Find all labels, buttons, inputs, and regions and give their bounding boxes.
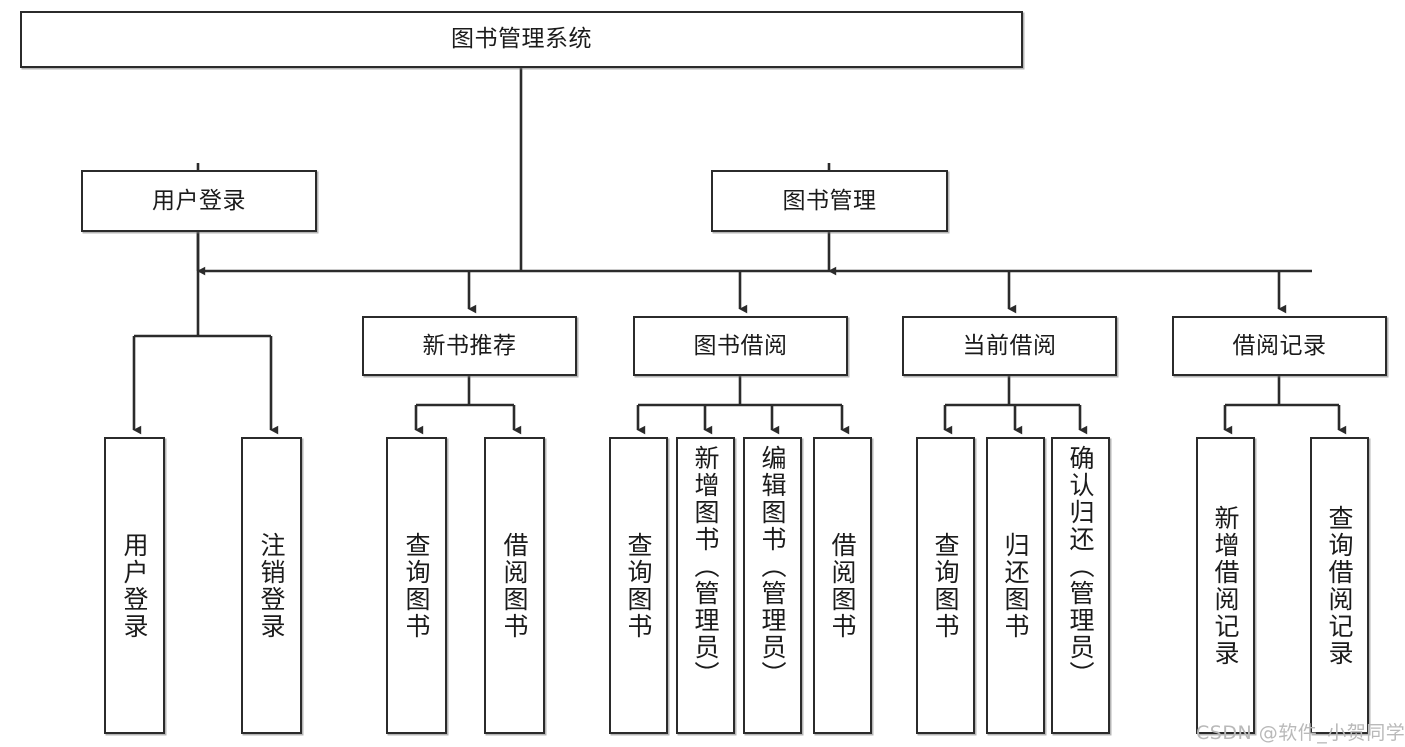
leaf-borrow-book-1[interactable]: 借阅图书: [484, 437, 545, 734]
node-borrow-record-label: 借阅记录: [1232, 332, 1327, 359]
node-book-manage[interactable]: 图书管理: [711, 170, 948, 232]
leaf-confirm-return[interactable]: 确认归还（管理员）: [1051, 437, 1110, 734]
leaf-user-logout[interactable]: 注销登录: [241, 437, 302, 734]
leaf-add-record[interactable]: 新增借阅记录: [1196, 437, 1255, 734]
leaf-return-book-label: 归还图书: [1001, 531, 1030, 640]
leaf-query-book-2[interactable]: 查询图书: [609, 437, 668, 734]
leaf-confirm-return-label: 确认归还（管理员）: [1066, 445, 1095, 688]
leaf-query-book-3-label: 查询图书: [931, 531, 960, 640]
leaf-edit-book-label: 编辑图书（管理员）: [758, 445, 787, 688]
node-borrow-record[interactable]: 借阅记录: [1172, 316, 1387, 376]
node-current-borrow[interactable]: 当前借阅: [902, 316, 1117, 376]
leaf-query-book-1-label: 查询图书: [402, 531, 431, 640]
leaf-query-record[interactable]: 查询借阅记录: [1310, 437, 1369, 734]
leaf-query-book-3[interactable]: 查询图书: [916, 437, 975, 734]
leaf-return-book[interactable]: 归还图书: [986, 437, 1045, 734]
leaf-user-login[interactable]: 用户登录: [104, 437, 165, 734]
node-book-manage-label: 图书管理: [782, 187, 877, 214]
leaf-borrow-book-2[interactable]: 借阅图书: [813, 437, 872, 734]
node-new-book-recommend[interactable]: 新书推荐: [362, 316, 577, 376]
node-user-login-label: 用户登录: [152, 187, 246, 214]
leaf-borrow-book-1-label: 借阅图书: [500, 531, 529, 640]
leaf-add-book[interactable]: 新增图书（管理员）: [676, 437, 735, 734]
node-current-borrow-label: 当前借阅: [962, 332, 1057, 359]
leaf-edit-book[interactable]: 编辑图书（管理员）: [743, 437, 802, 734]
leaf-query-book-2-label: 查询图书: [624, 531, 653, 640]
leaf-user-login-label: 用户登录: [120, 531, 149, 640]
leaf-query-record-label: 查询借阅记录: [1325, 504, 1354, 667]
node-book-borrow-label: 图书借阅: [693, 332, 788, 359]
leaf-query-book-1[interactable]: 查询图书: [386, 437, 447, 734]
leaf-add-book-label: 新增图书（管理员）: [691, 445, 720, 688]
node-root-label: 图书管理系统: [451, 26, 592, 53]
leaf-borrow-book-2-label: 借阅图书: [828, 531, 857, 640]
csdn-watermark: CSDN @软件_小贺同学: [1196, 722, 1405, 744]
node-root[interactable]: 图书管理系统: [20, 11, 1023, 68]
leaf-add-record-label: 新增借阅记录: [1211, 504, 1240, 667]
node-user-login[interactable]: 用户登录: [81, 170, 317, 232]
node-book-borrow[interactable]: 图书借阅: [633, 316, 848, 376]
leaf-user-logout-label: 注销登录: [257, 531, 286, 640]
node-new-book-recommend-label: 新书推荐: [422, 332, 517, 359]
